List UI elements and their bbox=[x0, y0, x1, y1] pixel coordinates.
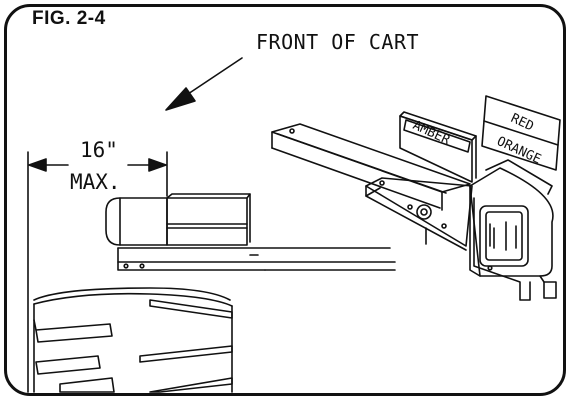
mounting-bracket bbox=[365, 177, 473, 251]
mounting-rail bbox=[117, 247, 396, 271]
amber-label: AMBER bbox=[410, 118, 452, 148]
side-light-assembly bbox=[105, 193, 251, 246]
dimension-max-note: MAX. bbox=[70, 170, 121, 194]
vertical-panel bbox=[399, 111, 477, 183]
front-of-cart-label: FRONT OF CART bbox=[256, 30, 420, 54]
rail-beam bbox=[271, 123, 471, 211]
red-label: RED bbox=[508, 111, 536, 135]
lens-label-plate bbox=[481, 95, 561, 171]
cart-body bbox=[33, 287, 233, 393]
front-arrow bbox=[165, 57, 243, 111]
lamp-housing bbox=[469, 159, 557, 301]
dimension-value: 16" bbox=[80, 138, 118, 162]
dimension-line bbox=[27, 151, 168, 393]
figure-label: FIG. 2-4 bbox=[32, 8, 106, 29]
